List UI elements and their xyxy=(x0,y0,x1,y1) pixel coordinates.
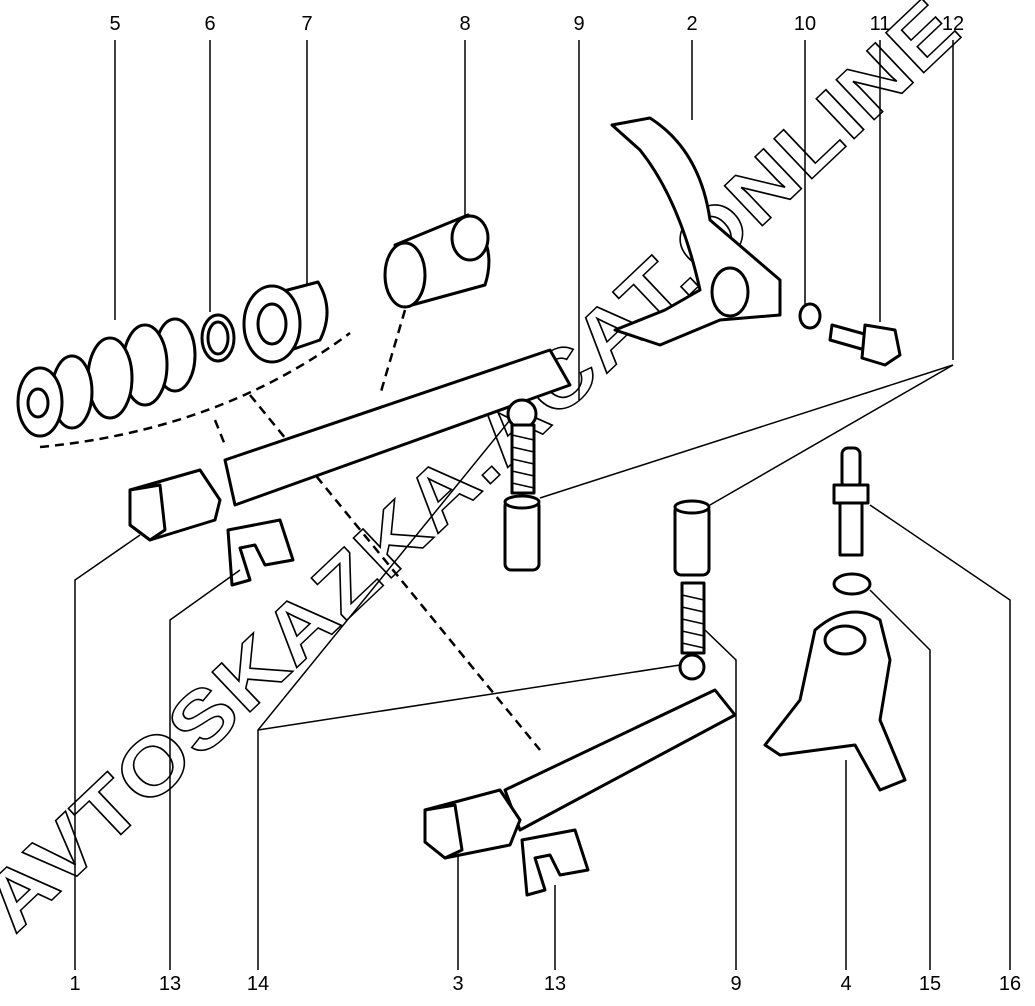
callout-9-lower: 9 xyxy=(730,973,741,995)
part-5-boot xyxy=(16,317,197,438)
callout-16: 16 xyxy=(999,973,1021,995)
callout-8: 8 xyxy=(459,13,470,35)
part-4-fork xyxy=(763,610,907,792)
callout-11: 11 xyxy=(870,13,891,35)
part-13-clip-lower xyxy=(520,828,590,897)
callout-15: 15 xyxy=(919,973,941,995)
part-3-selector-shaft xyxy=(423,688,737,860)
part-1-selector-shaft xyxy=(128,348,572,542)
callout-9: 9 xyxy=(573,13,584,35)
callout-12: 12 xyxy=(942,13,964,35)
callout-10: 10 xyxy=(794,13,816,35)
part-12-plunger xyxy=(503,498,541,572)
part-8-sleeve xyxy=(383,213,491,309)
callout-1: 1 xyxy=(69,973,80,995)
callout-7: 7 xyxy=(301,13,312,35)
callout-14: 14 xyxy=(247,973,269,995)
callout-13-lower: 13 xyxy=(544,973,566,995)
part-13-clip xyxy=(226,518,295,587)
part-16-stud xyxy=(832,446,870,557)
part-11-bolt xyxy=(828,323,902,367)
part-7-bushing xyxy=(242,280,329,364)
callout-3: 3 xyxy=(452,973,463,995)
part-15-washer xyxy=(832,572,872,596)
part-10-washer xyxy=(798,302,822,330)
callout-13: 13 xyxy=(159,973,181,995)
callout-4: 4 xyxy=(840,973,851,995)
callout-6: 6 xyxy=(204,13,215,35)
leader-lines xyxy=(74,40,1011,970)
part-2-fork xyxy=(610,116,782,347)
callout-2: 2 xyxy=(686,13,697,35)
callout-5: 5 xyxy=(109,13,120,35)
